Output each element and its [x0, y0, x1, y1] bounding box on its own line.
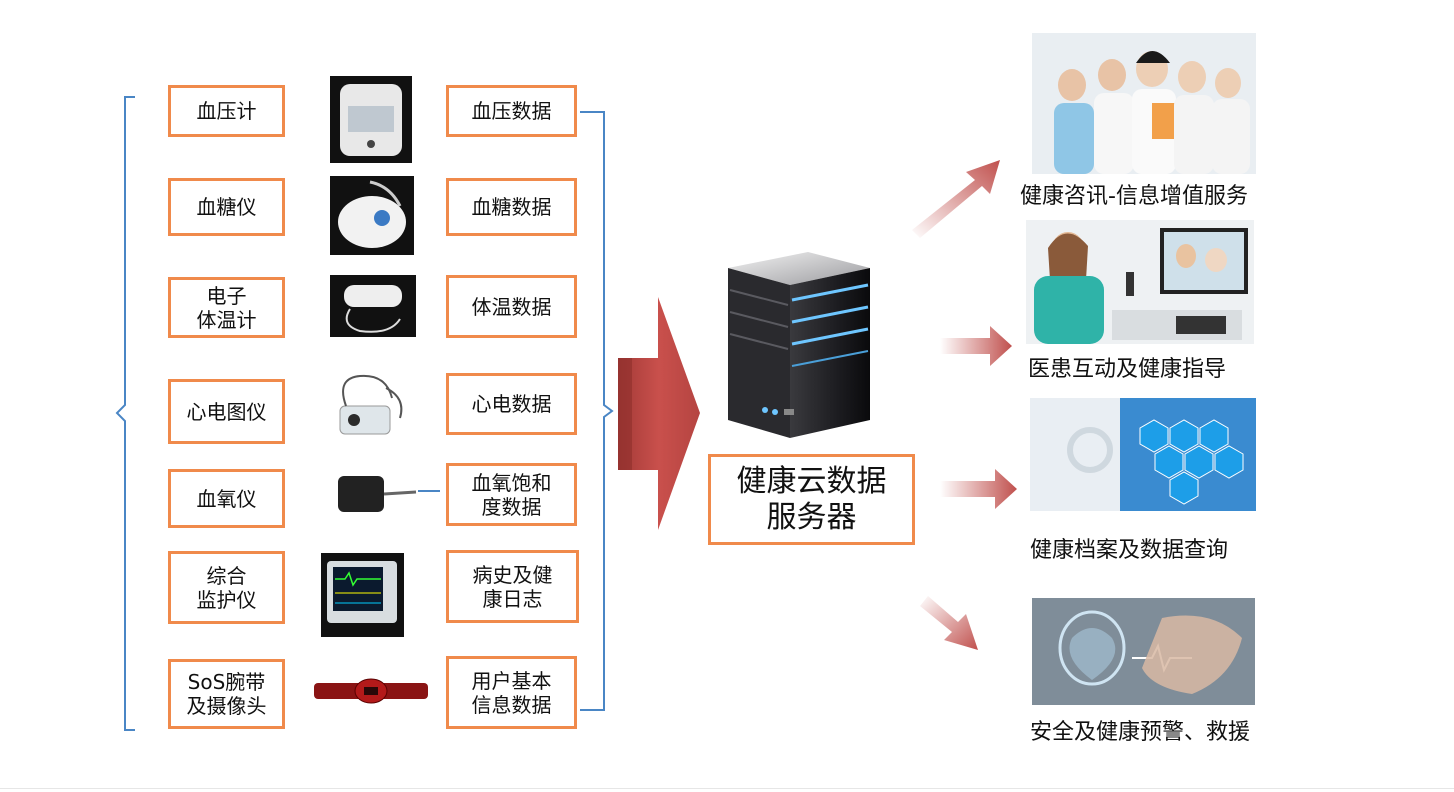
data-box-temperature: 体温数据 — [446, 275, 577, 338]
doctor-video-call-image — [1026, 220, 1254, 344]
service-arrow-2 — [940, 326, 1012, 366]
sos-wristband-image — [314, 675, 428, 707]
data-box-glucose: 血糖数据 — [446, 178, 577, 236]
thermometer-image — [330, 275, 416, 337]
server-label-box: 健康云数据 服务器 — [708, 454, 915, 545]
device-box-oximeter: 血氧仪 — [168, 469, 285, 528]
right-brace — [580, 111, 614, 711]
big-arrow — [618, 297, 700, 530]
data-box-ecg: 心电数据 — [446, 373, 577, 435]
medical-staff-image — [1032, 33, 1256, 174]
service-label-info: 健康咨讯-信息增值服务 — [1020, 184, 1248, 209]
health-records-image — [1030, 398, 1256, 511]
device-box-sos-band: SoS腕带 及摄像头 — [168, 659, 285, 729]
service-arrow-3 — [940, 469, 1017, 509]
heart-alert-image — [1032, 598, 1255, 705]
data-box-user-info: 用户基本 信息数据 — [446, 656, 577, 729]
data-box-oxygen: 血氧饱和 度数据 — [446, 463, 577, 526]
left-brace — [115, 96, 135, 731]
device-box-thermometer: 电子 体温计 — [168, 277, 285, 338]
service-label-alert: 安全及健康预警、救援 — [1030, 720, 1251, 745]
ecg-device-image — [330, 368, 416, 440]
device-box-blood-pressure: 血压计 — [168, 85, 285, 137]
service-arrow-4 — [920, 596, 978, 650]
service-arrow-1 — [912, 160, 1000, 238]
service-label-records: 健康档案及数据查询 — [1030, 538, 1229, 563]
device-box-glucose: 血糖仪 — [168, 178, 285, 236]
bottom-rule — [0, 788, 1454, 789]
server-tower-icon — [728, 252, 870, 438]
service-label-interaction: 医患互动及健康指导 — [1028, 357, 1227, 382]
glucose-meter-image — [330, 176, 414, 255]
device-box-monitor: 综合 监护仪 — [168, 551, 285, 624]
device-box-ecg: 心电图仪 — [168, 379, 285, 444]
oximeter-image — [330, 468, 418, 520]
blood-pressure-meter-image — [330, 76, 412, 163]
data-box-blood-pressure: 血压数据 — [446, 85, 577, 137]
patient-monitor-image — [321, 553, 404, 637]
data-box-history: 病史及健 康日志 — [446, 550, 579, 623]
